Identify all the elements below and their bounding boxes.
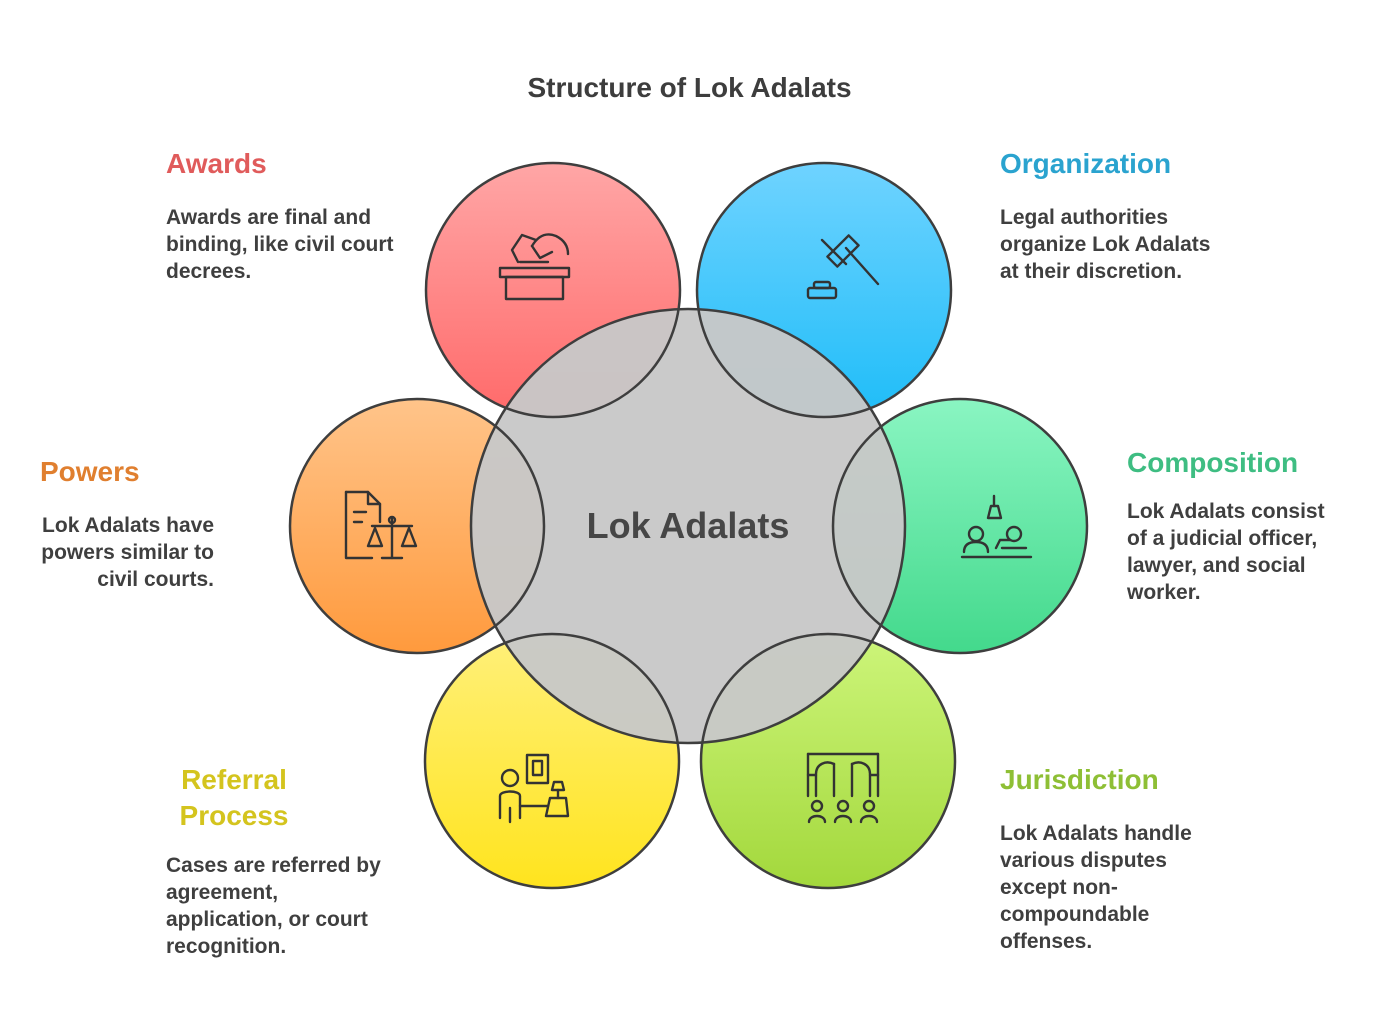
referral-label: Referral Process [179, 764, 289, 831]
awards-description: Awards are final and binding, like civil… [166, 206, 394, 283]
jurisdiction-label: Jurisdiction [1000, 764, 1159, 795]
awards-label: Awards [166, 148, 267, 179]
ballot-box-icon [498, 233, 571, 301]
center-circle [471, 309, 905, 743]
document-scales-icon [344, 490, 418, 560]
gavel-icon [806, 234, 880, 300]
organization-description: Legal authorities organize Lok Adalats a… [1000, 206, 1211, 283]
powers-label: Powers [40, 456, 140, 487]
panel-members-icon [960, 494, 1033, 559]
composition-description: Lok Adalats consist of a judicial office… [1127, 500, 1325, 604]
center-label: Lok Adalats [587, 505, 790, 546]
organization-label: Organization [1000, 148, 1172, 179]
courtroom-icon [806, 752, 880, 824]
referral-description: Cases are referred by agreement, applica… [166, 854, 381, 958]
composition-label: Composition [1127, 447, 1299, 478]
circle-outlines [288, 161, 1089, 890]
diagram-title: Structure of Lok Adalats [527, 72, 852, 103]
referral-desk-icon [498, 753, 570, 824]
jurisdiction-description: Lok Adalats handle various disputes exce… [1000, 822, 1192, 953]
powers-description: Lok Adalats have powers similar to civil… [41, 514, 214, 591]
